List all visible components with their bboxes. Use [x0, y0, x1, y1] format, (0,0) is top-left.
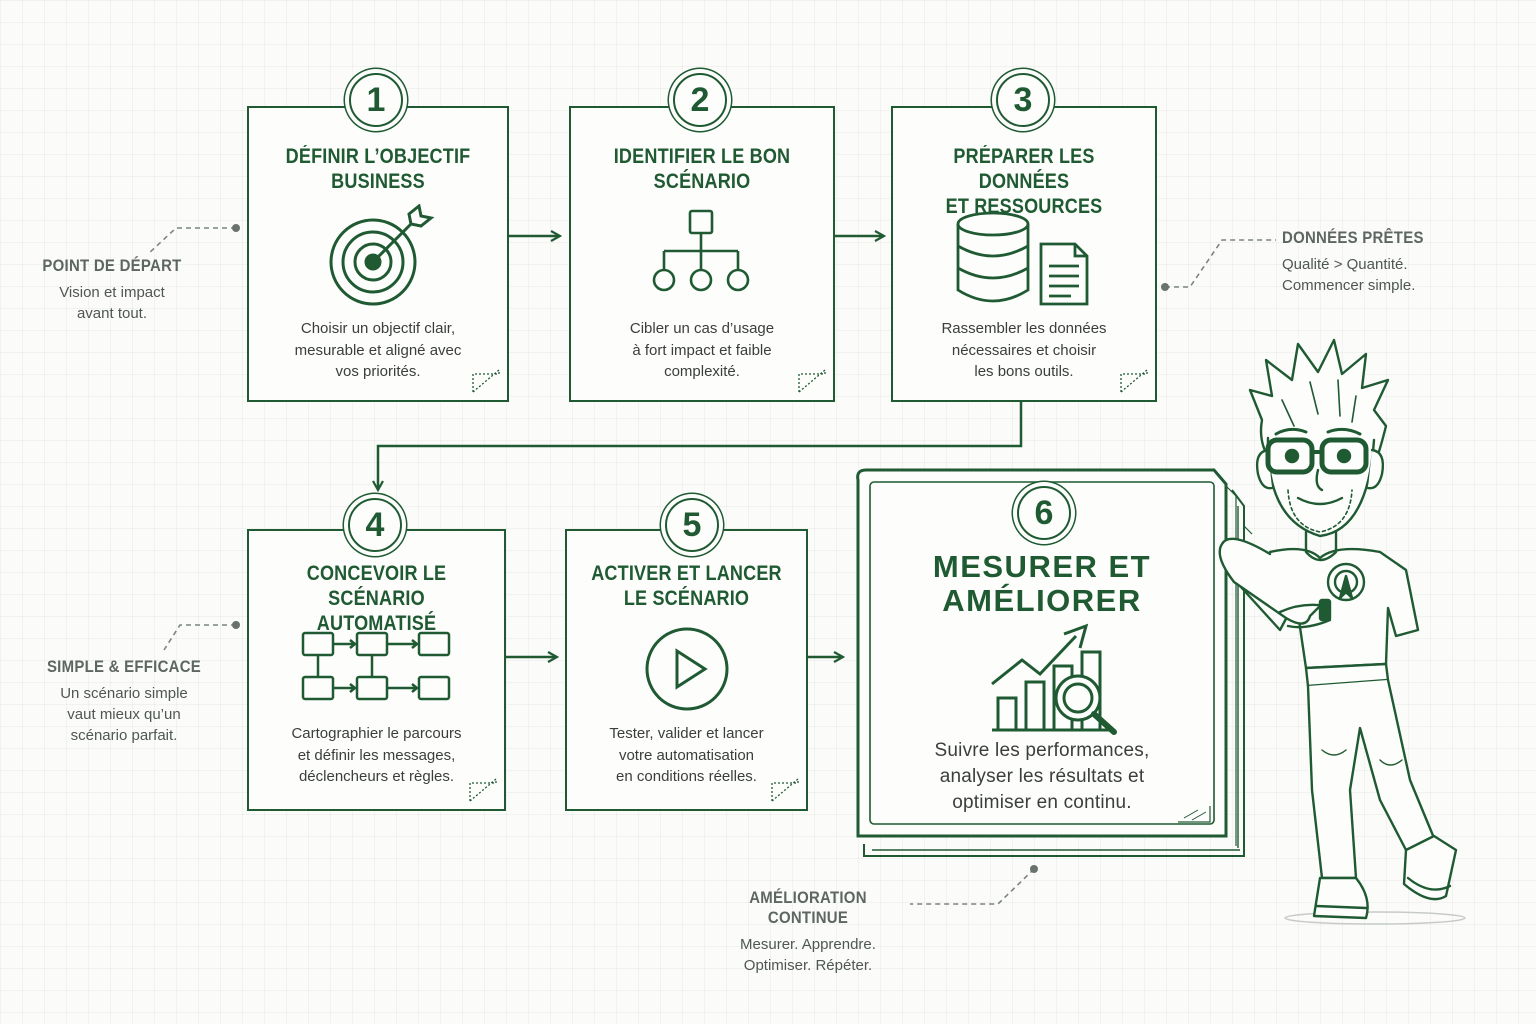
page-fold-icon	[771, 778, 799, 802]
growth-chart-magnifier-icon	[991, 623, 1117, 735]
note-start: POINT DE DÉPART Vision et impact avant t…	[32, 256, 192, 324]
hierarchy-icon	[652, 209, 750, 292]
leader-data-ready	[1165, 239, 1276, 288]
step-1-title: DÉFINIR L’OBJECTIF BUSINESS	[285, 145, 471, 193]
step-card-1: DÉFINIR L’OBJECTIF BUSINESS Choisir un o…	[247, 106, 509, 402]
step-badge-4: 4	[348, 498, 402, 552]
step-5-description: Tester, valider et lancer votre automati…	[609, 725, 764, 785]
note-data-ready-title: DONNÉES PRÊTES	[1282, 228, 1424, 247]
step-2-title: IDENTIFIER LE BON SCÉNARIO	[613, 145, 791, 193]
mascot-glasses-left	[1265, 437, 1315, 475]
step-card-4: CONCEVOIR LE SCÉNARIO AUTOMATISÉ Cartogr…	[247, 529, 506, 811]
note-continuous-title: AMÉLIORATION CONTINUE	[749, 888, 867, 927]
page-fold-icon	[798, 369, 826, 393]
leader-simple	[163, 624, 236, 651]
step-badge-1: 1	[349, 73, 403, 127]
target-icon	[329, 204, 435, 306]
mascot-shoe-left	[1312, 876, 1369, 920]
note-start-title: POINT DE DÉPART	[42, 256, 182, 275]
mascot-arm	[1218, 537, 1322, 625]
step-card-5: ACTIVER ET LANCER LE SCÉNARIO Tester, va…	[565, 529, 808, 811]
mascot-legs	[1306, 678, 1436, 880]
step-card-3: PRÉPARER LES DONNÉES ET RESSOURCES Rasse…	[891, 106, 1157, 402]
step-card-6: 6 MESURER ET AMÉLIORER Suivre les perfor…	[870, 482, 1214, 824]
note-continuous: AMÉLIORATION CONTINUE Mesurer. Apprendre…	[694, 888, 922, 976]
step-6-title: MESURER ET AMÉLIORER	[932, 549, 1152, 618]
note-simple-title: SIMPLE & EFFICACE	[46, 657, 202, 676]
database-document-icon	[956, 211, 1089, 306]
play-icon	[645, 627, 729, 711]
flowchart-icon	[301, 631, 451, 701]
step-4-title: CONCEVOIR LE SCÉNARIO AUTOMATISÉ	[306, 562, 447, 635]
step-2-description: Cibler un cas d’usage à fort impact et f…	[629, 320, 775, 380]
note-simple-text: Un scénario simple vaut mieux qu’un scén…	[60, 685, 188, 744]
step-6-description: Suivre les performances, analyser les ré…	[934, 740, 1150, 813]
mascot-character-illustration	[1218, 338, 1466, 925]
mascot-glasses-right	[1319, 437, 1369, 475]
note-simple: SIMPLE & EFFICACE Un scénario simple vau…	[36, 657, 212, 746]
note-continuous-text: Mesurer. Apprendre. Optimiser. Répéter.	[740, 936, 876, 974]
step-5-title: ACTIVER ET LANCER LE SCÉNARIO	[591, 562, 782, 610]
note-start-text: Vision et impact avant tout.	[59, 284, 165, 322]
step-badge-5: 5	[665, 498, 719, 552]
step-4-description: Cartographier le parcours et définir les…	[291, 725, 462, 785]
note-data-ready: DONNÉES PRÊTES Qualité > Quantité. Comme…	[1282, 228, 1482, 296]
leader-start	[147, 227, 236, 255]
page-fold-icon	[472, 369, 500, 393]
step-badge-2: 2	[673, 73, 727, 127]
step-3-title: PRÉPARER LES DONNÉES ET RESSOURCES	[945, 145, 1103, 218]
step-card-6-panel	[856, 468, 1253, 857]
step-3-description: Rassembler les données nécessaires et ch…	[941, 320, 1107, 380]
page-fold-icon	[469, 778, 497, 802]
page-fold-icon	[1120, 369, 1148, 393]
arrow-3-4	[378, 401, 1023, 490]
step-badge-6: 6	[1017, 486, 1071, 540]
step-1-description: Choisir un objectif clair, mesurable et …	[294, 320, 462, 380]
step-card-2: IDENTIFIER LE BON SCÉNARIO Cibler un cas…	[569, 106, 835, 402]
step-badge-3: 3	[996, 73, 1050, 127]
leader-continuous	[910, 868, 1035, 905]
note-data-ready-text: Qualité > Quantité. Commencer simple.	[1282, 256, 1416, 294]
